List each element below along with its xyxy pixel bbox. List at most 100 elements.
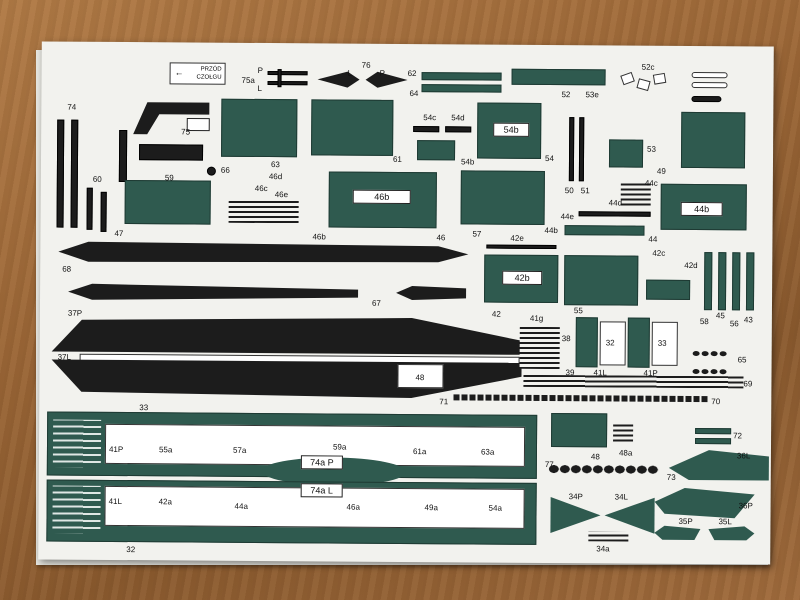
- part-44e: [578, 211, 651, 217]
- part-75a-strip-1: [267, 71, 308, 76]
- label-44: 44: [648, 234, 658, 244]
- part-74a-ellipse: [261, 457, 406, 486]
- part-72-b: [695, 438, 732, 445]
- label-63: 63: [270, 160, 280, 170]
- arrow-left-icon: ←: [174, 67, 184, 78]
- label-54a: 54a: [488, 503, 502, 513]
- label-42e: 42e: [510, 233, 524, 243]
- label-33-bottom: 33: [139, 403, 149, 413]
- label-44e: 44e: [560, 212, 574, 222]
- part-35P: [654, 525, 701, 541]
- label-42d: 42d: [684, 260, 698, 271]
- part-54b-label: 54b: [493, 122, 530, 137]
- label-34a: 34a: [596, 544, 610, 554]
- part-71-segments: [453, 394, 710, 403]
- part-37P: [51, 318, 522, 355]
- label-46e: 46e: [274, 190, 289, 200]
- part-33-track-upper-vents: [52, 419, 102, 468]
- part-75-side: [118, 129, 128, 183]
- part-54c: [413, 126, 440, 133]
- part-52c-c: [652, 72, 667, 85]
- label-32: 32: [605, 338, 615, 348]
- part-52c-b: [636, 78, 651, 92]
- part-44b-label: 44b: [680, 201, 723, 217]
- part-50: [568, 117, 575, 182]
- label-48-a: 48: [415, 373, 425, 383]
- part-60b: [100, 191, 107, 232]
- label-46b-a: 46b: [312, 232, 326, 242]
- label-44a: 44a: [234, 501, 248, 511]
- part-45: [717, 252, 727, 311]
- label-35L: 35L: [718, 517, 732, 527]
- part-56: [731, 252, 741, 311]
- cardboard-model-sheet: PRZÓD CZOŁGU ← 75a P L 76 P L 62 64 52 5…: [38, 41, 774, 565]
- label-42a: 42a: [158, 497, 172, 507]
- label-74aP: 74a P: [300, 455, 343, 470]
- label-69: 69: [743, 379, 753, 389]
- part-54d: [445, 126, 472, 133]
- label-54: 54: [544, 153, 554, 164]
- part-61: [311, 99, 394, 156]
- part-73-ovals: [548, 465, 659, 482]
- part-36P: [654, 487, 755, 519]
- label-l-76: L: [347, 68, 353, 78]
- label-59: 59: [164, 173, 174, 183]
- label-59a: 59a: [332, 442, 347, 452]
- part-34L: [604, 497, 655, 534]
- label-32-bottom: 32: [126, 545, 136, 555]
- label-58: 58: [699, 317, 709, 327]
- part-74-right: [70, 119, 79, 228]
- label-p-top: P: [257, 65, 263, 75]
- label-72: 72: [733, 431, 743, 441]
- part-76-shape: [317, 71, 408, 88]
- label-53: 53: [647, 144, 657, 154]
- label-41g: 41g: [529, 313, 544, 323]
- label-68: 68: [62, 264, 72, 274]
- part-49: [680, 111, 746, 169]
- label-57a: 57a: [232, 445, 247, 455]
- label-38: 38: [561, 334, 571, 344]
- part-43: [745, 252, 755, 311]
- part-67-long: [68, 283, 359, 300]
- label-54b-small: 54b: [460, 157, 475, 167]
- label-34L: 34L: [614, 492, 629, 502]
- label-41P-bottom: 41P: [108, 444, 124, 455]
- part-74-left: [56, 119, 65, 228]
- part-65-dots: [691, 344, 735, 380]
- label-34P: 34P: [568, 492, 583, 502]
- part-75a-strip-2: [267, 81, 308, 86]
- label-41L-bottom: 41L: [108, 496, 122, 507]
- label-64: 64: [409, 89, 419, 99]
- label-46c: 46c: [254, 183, 268, 194]
- part-54b-small: [416, 140, 456, 161]
- label-44c: 44c: [644, 178, 658, 188]
- label-61: 61: [392, 154, 402, 164]
- label-54d: 54d: [451, 113, 465, 123]
- part-52-53-strip: [511, 68, 606, 86]
- label-60: 60: [92, 174, 102, 184]
- label-45: 45: [715, 311, 725, 321]
- label-35P: 35P: [678, 516, 693, 527]
- label-67: 67: [371, 298, 381, 308]
- label-74aL: 74a L: [300, 483, 343, 498]
- part-55: [563, 255, 639, 306]
- part-53-small-c: [691, 95, 722, 103]
- label-43: 43: [743, 315, 753, 325]
- label-42c: 42c: [652, 248, 666, 258]
- part-42e: [486, 244, 557, 250]
- label-46: 46: [436, 233, 446, 243]
- label-44b-a: 44b: [544, 225, 558, 236]
- part-42b-label: 42b: [502, 270, 543, 285]
- part-53-small-b: [691, 81, 728, 89]
- part-75-top: [133, 102, 210, 135]
- part-53-small-a: [691, 71, 728, 79]
- label-62: 62: [407, 69, 417, 79]
- label-52c: 52c: [641, 62, 655, 72]
- label-75a: 75a: [241, 75, 255, 85]
- label-49a: 49a: [424, 503, 438, 513]
- label-52: 52: [561, 90, 571, 100]
- part-37L: [51, 359, 522, 399]
- label-50: 50: [564, 186, 574, 196]
- label-49: 49: [656, 166, 666, 176]
- part-57: [460, 170, 545, 225]
